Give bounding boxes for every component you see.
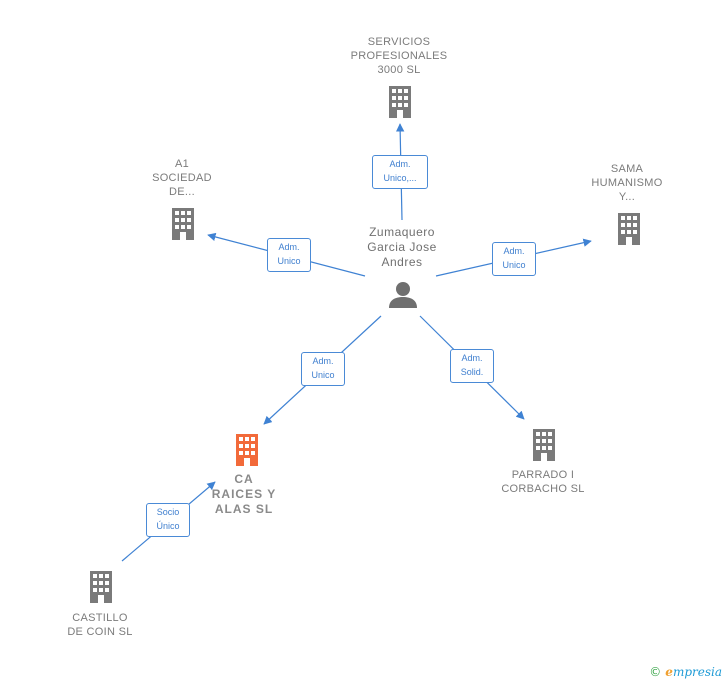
brand-footer[interactable]: ©empresia (649, 665, 722, 679)
brand-logo-initial: e (665, 665, 673, 679)
company-label-ca[interactable]: CA RAICES Y ALAS SL (211, 472, 277, 516)
company-label-servicios[interactable]: SERVICIOS PROFESIONALES 3000 SL (350, 36, 448, 76)
edge-label-castillo[interactable]: Socio Único (146, 503, 190, 537)
building-icon[interactable] (236, 434, 258, 466)
building-icon[interactable] (90, 571, 112, 603)
copyright-icon: © (649, 665, 662, 679)
building-icon[interactable] (389, 86, 411, 118)
edge-label-parrado[interactable]: Adm. Solid. (450, 349, 494, 383)
building-icon[interactable] (533, 429, 555, 461)
edge-label-sama[interactable]: Adm. Unico (492, 242, 536, 276)
company-label-sama[interactable]: SAMA HUMANISMO Y... (591, 163, 663, 203)
edge-label-a1[interactable]: Adm. Unico (267, 238, 311, 272)
company-label-parrado[interactable]: PARRADO I CORBACHO SL (501, 469, 585, 495)
company-label-a1[interactable]: A1 SOCIEDAD DE... (152, 158, 212, 198)
company-label-castillo[interactable]: CASTILLO DE COIN SL (67, 612, 133, 638)
building-icon[interactable] (618, 213, 640, 245)
edge-label-ca[interactable]: Adm. Unico (301, 352, 345, 386)
person-icon[interactable] (389, 282, 417, 308)
building-icon[interactable] (172, 208, 194, 240)
brand-logo-text: mpresia (672, 665, 722, 679)
person-label[interactable]: Zumaquero Garcia Jose Andres (367, 225, 437, 269)
edge-label-servicios[interactable]: Adm. Unico,... (372, 155, 428, 189)
